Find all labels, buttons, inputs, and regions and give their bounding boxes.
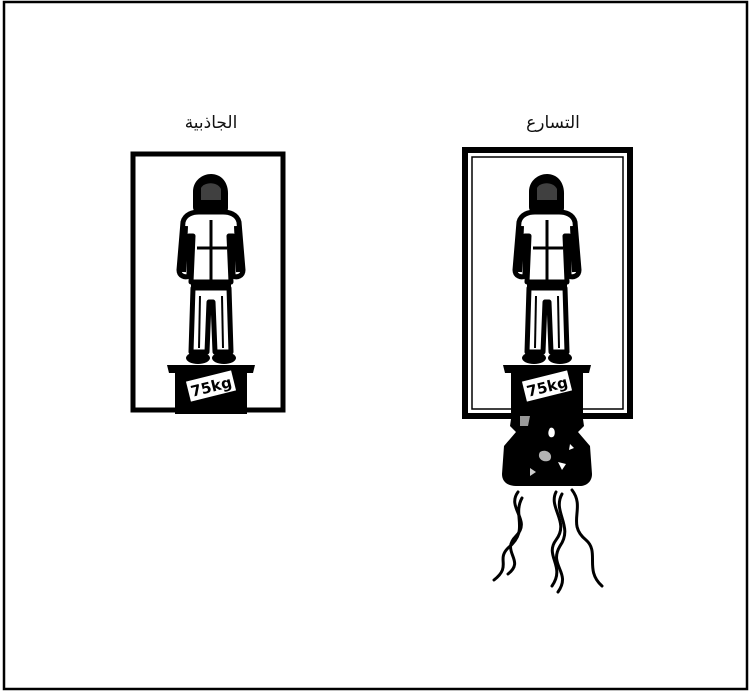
- acceleration-panel: التسارع 75kg: [462, 113, 633, 594]
- acceleration-label: التسارع: [526, 113, 580, 133]
- gravity-person-on-scale: 75kg: [167, 174, 255, 414]
- acceleration-scale-tag: 75kg: [520, 368, 574, 404]
- exhaust-flames: [492, 488, 604, 594]
- acceleration-person-on-scale: 75kg: [503, 174, 591, 414]
- gravity-panel: الجاذبية 75kg: [130, 113, 286, 414]
- rocket-nozzle: [502, 412, 592, 486]
- gravity-label: الجاذبية: [185, 113, 238, 133]
